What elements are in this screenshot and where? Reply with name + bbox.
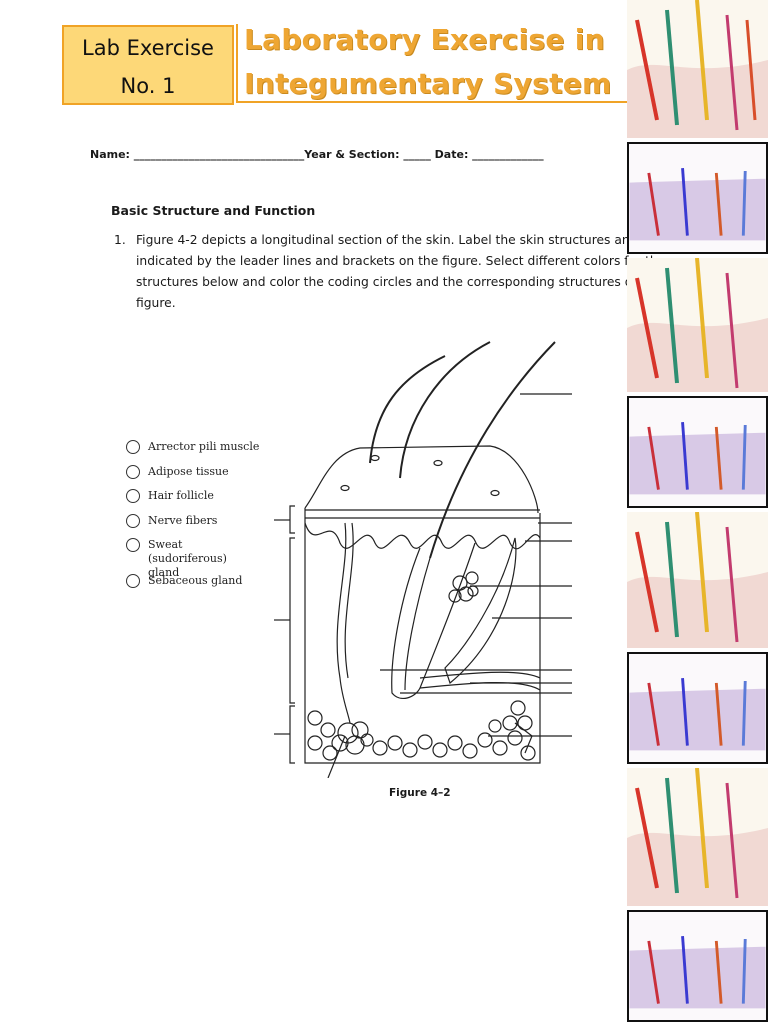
name-year-date-row[interactable]: Name: _______________________________Yea… (90, 148, 544, 161)
key-item-sweat-gland: Sweat (sudoriferous) gland (126, 538, 259, 579)
section-title: Basic Structure and Function (111, 203, 316, 218)
question-number: 1. (114, 233, 126, 247)
title-line1: Laboratory Exercise in (244, 23, 605, 56)
coding-circle[interactable] (126, 464, 140, 479)
key-label: Sweat (sudoriferous) gland (148, 538, 227, 580)
coding-circle[interactable] (126, 440, 140, 454)
title-underline (237, 101, 630, 103)
color-key: Arrector pili muscle Adipose tissue Hair… (126, 440, 259, 599)
lab-exercise-box: Lab Exercise No. 1 (62, 25, 234, 105)
key-label: Nerve fibers (148, 513, 218, 527)
key-label: Arrector pili muscle (148, 440, 260, 453)
lab-box-line1: Lab Exercise (82, 36, 214, 60)
key-item-adipose: Adipose tissue (126, 464, 259, 490)
coding-circle[interactable] (126, 489, 140, 504)
figure-caption: Figure 4–2 (389, 787, 451, 799)
question-text: Figure 4-2 depicts a longitudinal sectio… (136, 233, 676, 310)
side-illustration-8 (627, 910, 768, 1022)
title-divider-vertical (236, 24, 238, 103)
key-label: Adipose tissue (148, 464, 229, 478)
side-illustration-1 (627, 0, 768, 138)
side-illustration-4 (627, 396, 768, 508)
side-illustration-6 (627, 652, 768, 764)
coding-circle[interactable] (126, 513, 140, 528)
key-label: Hair follicle (148, 489, 214, 503)
key-item-nerve-fibers: Nerve fibers (126, 513, 259, 539)
side-illustration-2 (627, 142, 768, 254)
coding-circle[interactable] (126, 574, 140, 589)
page-title: Laboratory Exercise in Integumentary Sys… (244, 18, 624, 106)
key-item-hair-follicle: Hair follicle (126, 489, 259, 514)
side-illustration-7 (627, 768, 768, 906)
skin-section-figure (274, 341, 572, 778)
coding-circle[interactable] (126, 538, 140, 553)
question-1: 1. Figure 4-2 depicts a longitudinal sec… (114, 230, 694, 314)
side-illustration-3 (627, 258, 768, 392)
key-label: Sebaceous gland (148, 574, 243, 588)
key-item-sebaceous-gland: Sebaceous gland (126, 574, 259, 599)
key-item-arrector-pili: Arrector pili muscle (126, 440, 259, 465)
side-illustration-5 (627, 512, 768, 648)
title-line2: Integumentary System (244, 67, 612, 100)
lab-box-line2: No. 1 (120, 74, 176, 98)
